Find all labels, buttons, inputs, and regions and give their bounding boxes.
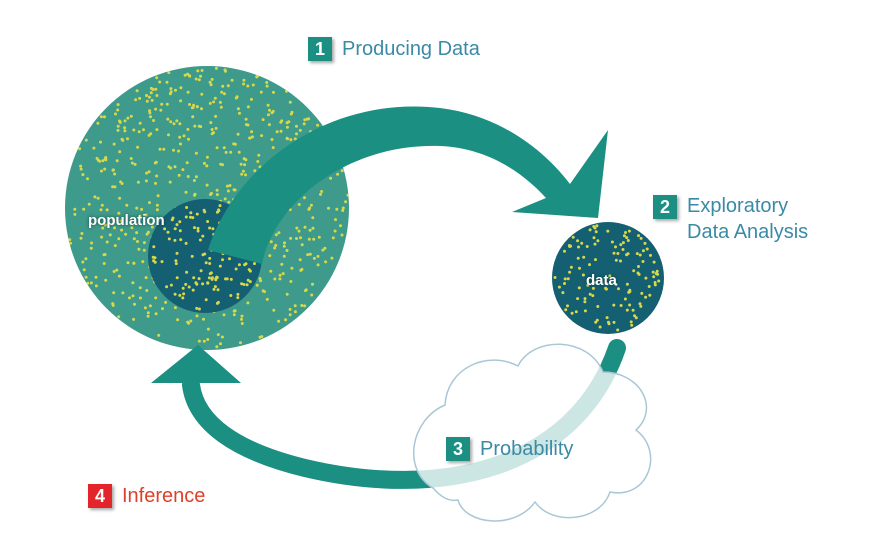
probability-cloud — [412, 343, 652, 522]
step-2-badge: 2 — [653, 195, 677, 219]
population-circle — [65, 66, 349, 350]
step-3-badge: 3 — [446, 437, 470, 461]
step-producing-data: 1 Producing Data — [308, 36, 480, 62]
step-2-label: Exploratory Data Analysis — [687, 195, 809, 243]
data-circle — [552, 222, 664, 334]
step-exploratory-analysis: 2 Exploratory Data Analysis — [653, 193, 808, 245]
step-4-label: Inference — [122, 485, 206, 507]
producing-data-arrow — [208, 106, 608, 264]
step-1-badge: 1 — [308, 37, 332, 61]
step-1-label: Producing Data — [342, 38, 480, 60]
step-4-badge: 4 — [88, 484, 112, 508]
step-3-label: Probability — [480, 438, 574, 460]
step-probability: 3 Probability — [446, 436, 573, 462]
data-label: data — [586, 272, 617, 289]
data-dots — [553, 224, 661, 332]
step-inference: 4 Inference — [88, 483, 205, 509]
population-label: population — [88, 212, 165, 229]
sample-dots — [151, 204, 261, 311]
